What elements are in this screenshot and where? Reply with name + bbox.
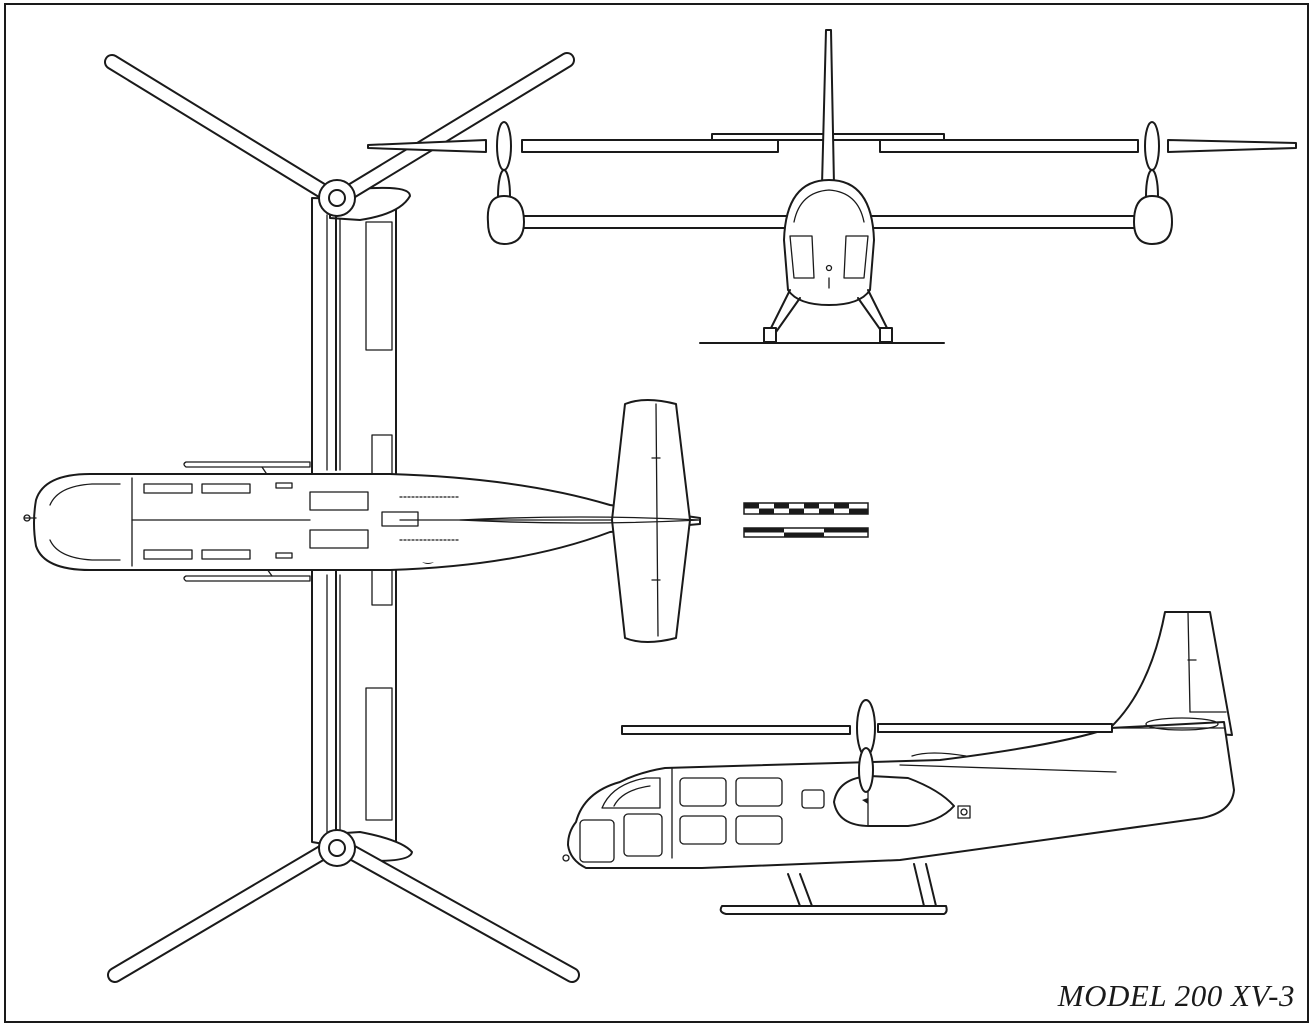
front-view-fin (821, 29, 835, 186)
scale-bar (743, 502, 869, 538)
top-view-horizontal-tail (459, 399, 701, 643)
front-view-left-nacelle (486, 195, 525, 245)
side-view-tail-fin (1109, 611, 1233, 736)
top-view-lower-rotor (107, 569, 580, 983)
side-view-skids (719, 863, 948, 915)
top-view (23, 52, 869, 983)
drawing-frame (4, 3, 1309, 1023)
top-view-upper-wing (311, 186, 411, 487)
top-view-upper-rotor (104, 52, 575, 471)
side-view-rotor-blade (621, 725, 851, 735)
front-view-right-nacelle (1133, 195, 1173, 245)
front-view-fuselage (783, 179, 875, 306)
side-view (562, 611, 1235, 915)
top-view-fuselage (23, 473, 701, 571)
front-view-right-blade (879, 139, 1139, 153)
front-view (367, 29, 1297, 344)
front-view-left-blade (367, 139, 487, 153)
top-view-lower-wing (311, 561, 413, 862)
drawing-caption: MODEL 200 XV-3 (1057, 978, 1295, 1013)
